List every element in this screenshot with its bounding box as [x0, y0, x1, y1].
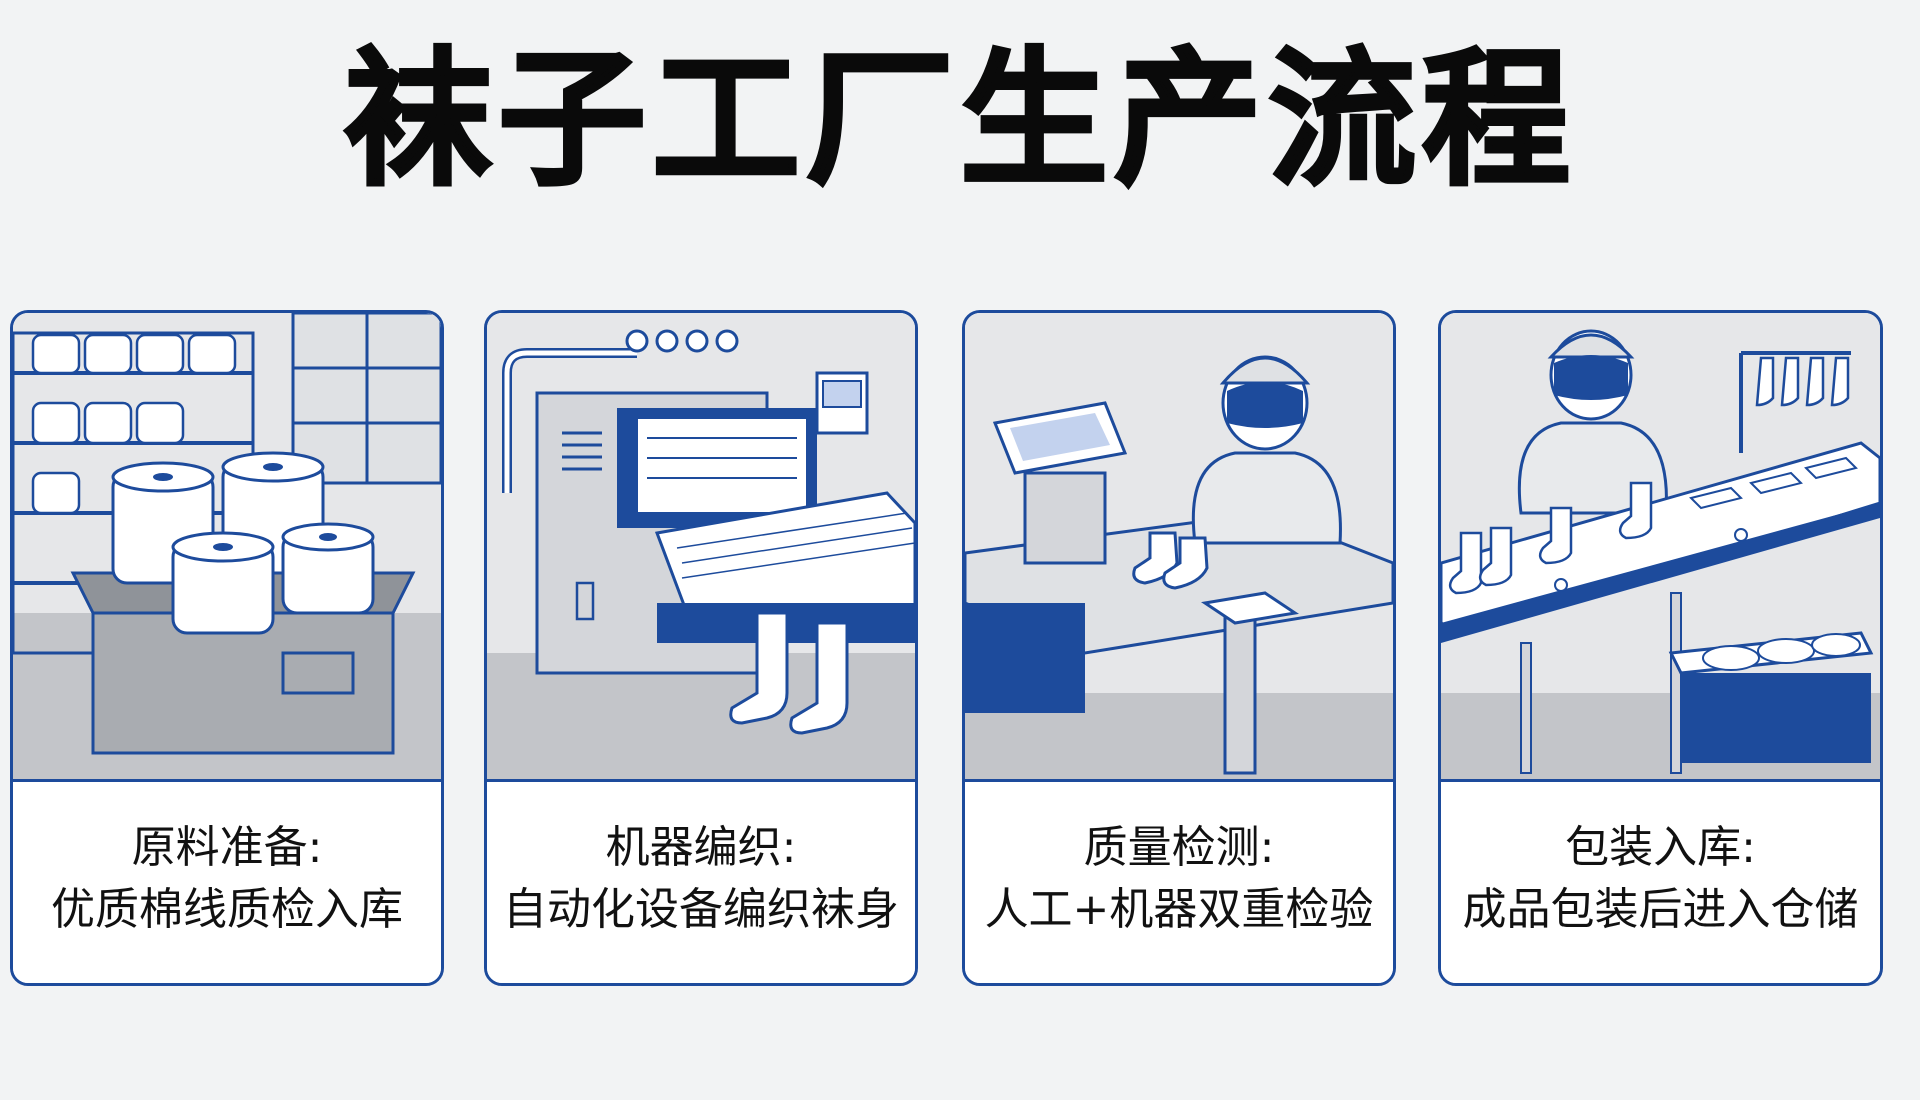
step-title: 机器编织:	[605, 822, 797, 873]
step-caption: 原料准备: 优质棉线质检入库	[13, 782, 441, 983]
step-description: 成品包装后进入仓储	[1462, 884, 1859, 935]
step-caption: 包装入库: 成品包装后进入仓储	[1441, 782, 1880, 983]
step-title: 原料准备:	[131, 822, 323, 873]
step-title: 包装入库:	[1565, 822, 1756, 873]
quality-inspection-illustration	[965, 313, 1393, 782]
step-caption: 机器编织: 自动化设备编织袜身	[487, 782, 915, 983]
step-caption: 质量检测: 人工+机器双重检验	[965, 782, 1393, 983]
page-title: 袜子工厂生产流程	[343, 33, 1576, 208]
step-description: 人工+机器双重检验	[984, 884, 1374, 935]
packaging-conveyor-illustration	[1441, 313, 1880, 782]
step-title: 质量检测:	[1083, 822, 1275, 873]
step-card-raw-material: 原料准备: 优质棉线质检入库	[10, 310, 444, 986]
yarn-storage-illustration	[13, 313, 441, 782]
step-card-packaging: 包装入库: 成品包装后进入仓储	[1438, 310, 1883, 986]
step-card-quality-check: 质量检测: 人工+机器双重检验	[962, 310, 1396, 986]
step-card-knitting: 机器编织: 自动化设备编织袜身	[484, 310, 918, 986]
step-description: 自动化设备编织袜身	[503, 884, 899, 935]
knitting-machine-illustration	[487, 313, 915, 782]
process-steps: 原料准备: 优质棉线质检入库	[10, 310, 1910, 990]
step-description: 优质棉线质检入库	[51, 884, 403, 935]
